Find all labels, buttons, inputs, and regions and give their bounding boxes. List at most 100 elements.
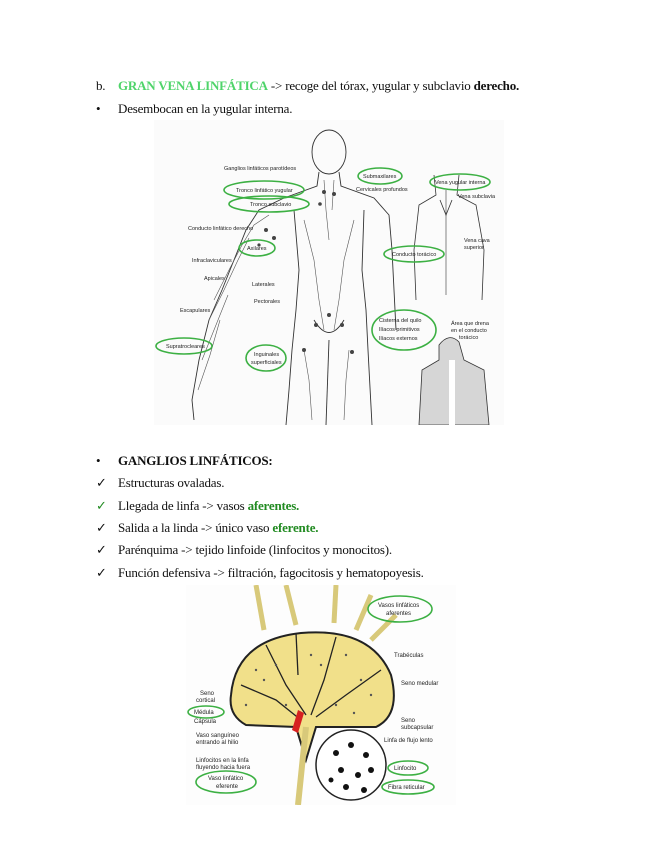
label-lymphocyte: Linfocito — [394, 766, 417, 772]
lymph-nodes — [257, 190, 354, 354]
label-pectoral: Pectorales — [254, 299, 280, 305]
label-subclavian-vein: Vena subclavia — [458, 194, 496, 200]
oval-supratrochlear — [155, 337, 213, 355]
check-line-5: ✓ Función defensiva -> filtración, fagoci… — [96, 565, 424, 581]
label-infraclavicular: Infraclaviculares — [192, 258, 232, 264]
check-line-1: ✓ Estructuras ovaladas. — [96, 475, 224, 491]
bullet-marker: • — [96, 101, 101, 116]
label-afferent-2: aferentes — [386, 611, 411, 617]
section-ganglios-title: GANGLIOS LINFÁTICOS: — [118, 453, 273, 468]
check-text-5: Función defensiva -> filtración, fagocit… — [118, 565, 424, 580]
blood-vessel — [292, 710, 304, 733]
check-emph-3: eferente. — [272, 520, 319, 535]
section-ganglios-marker: • — [96, 453, 101, 468]
check-icon: ✓ — [96, 498, 107, 513]
label-right-duct: Conducto linfático derecho — [188, 226, 253, 232]
label-inguinal-2: superficiales — [251, 360, 282, 366]
node-cells — [244, 653, 373, 715]
oval-inguinal — [245, 344, 287, 372]
label-lymphocytes-2: fluyendo hacia fuera — [196, 765, 251, 771]
figure-lymph-node: Vasos linfáticos aferentes Trabéculas Se… — [186, 585, 456, 805]
check-text-1: Estructuras ovaladas. — [118, 475, 225, 490]
label-inguinal-1: Inguinales — [254, 352, 279, 358]
label-parotid: Ganglios linfáticos parotídeos — [224, 166, 296, 172]
label-drain-area-1: Área que drena — [451, 320, 490, 327]
label-internal-jugular: Vena yugular interna — [435, 180, 486, 186]
oval-axillary — [238, 239, 276, 257]
check-icon: ✓ — [96, 542, 107, 557]
oval-subclavian-trunk — [228, 195, 310, 213]
oval-medulla — [187, 705, 225, 719]
oval-lymphocyte — [387, 760, 429, 776]
label-medullary-sinus: Seno medular — [401, 681, 438, 687]
label-lateral: Laterales — [252, 282, 275, 288]
label-jugular-trunk: Tronco linfático yugular — [236, 188, 293, 194]
bullet-text-1: Desembocan en la yugular interna. — [118, 101, 293, 116]
label-iliac-external: Ilíacos externos — [379, 336, 418, 342]
check-line-2: ✓ Llegada de linfa -> vasos aferentes. — [96, 498, 299, 514]
oval-cisterna-iliac — [371, 309, 437, 351]
check-line-3: ✓ Salida a la linda -> único vaso eferent… — [96, 520, 319, 536]
bullet-line-1: • Desembocan en la yugular interna. — [96, 101, 292, 117]
section-b-middle: -> recoge del tórax, yugular y subclavio — [267, 78, 474, 93]
oval-afferent — [367, 595, 433, 623]
check-icon: ✓ — [96, 565, 107, 580]
label-trabeculae: Trabéculas — [394, 653, 423, 659]
check-text-2: Llegada de linfa -> vasos — [118, 498, 248, 513]
label-vena-cava-1: Vena cava — [464, 238, 491, 244]
label-deep-cervical: Cervicales profundos — [356, 187, 408, 193]
label-slow-lymph: Linfa de flujo lento — [384, 738, 433, 744]
label-blood-vessel-2: entrando al hilio — [196, 740, 239, 746]
label-capsule: Cápsula — [194, 719, 217, 725]
label-supratrochlear: Supratrocleares — [166, 344, 205, 350]
trabeculae-lines — [240, 632, 382, 721]
label-apical: Apicales — [204, 276, 225, 282]
label-efferent-1: Vaso linfático — [208, 776, 244, 782]
magnified-lymphocytes — [328, 742, 374, 793]
label-afferent-1: Vasos linfáticos — [378, 603, 419, 609]
node-body — [229, 631, 395, 764]
check-icon: ✓ — [96, 520, 107, 535]
section-b-marker: b. — [96, 78, 106, 93]
check-text-4: Parénquima -> tejido linfoide (linfocito… — [118, 542, 392, 557]
label-lymphocytes-1: Linfocitos en la linfa — [196, 758, 249, 764]
check-icon: ✓ — [96, 475, 107, 490]
efferent-vessel — [295, 726, 309, 805]
label-drain-area-2: en el conducto — [451, 328, 487, 334]
label-blood-vessel-1: Vaso sanguíneo — [196, 733, 240, 739]
oval-submaxillary — [357, 167, 403, 185]
oval-efferent — [195, 770, 257, 794]
label-vena-cava-2: superior — [464, 245, 484, 251]
oval-jugular-trunk — [223, 180, 305, 200]
label-subcapsular-1: Seno — [401, 718, 416, 724]
figure-lymphatic-system: Ganglios linfáticos parotídeos Tronco li… — [154, 120, 504, 425]
oval-thoracic-duct — [383, 245, 445, 263]
magnified-view — [315, 729, 387, 801]
afferent-vessels — [253, 585, 398, 642]
section-b-highlight: GRAN VENA LINFÁTICA — [118, 78, 268, 93]
label-drain-area-3: torácico — [459, 335, 478, 341]
section-b-line: b. GRAN VENA LINFÁTICA -> recoge del tóra… — [96, 78, 519, 94]
label-medulla: Médula — [194, 710, 214, 716]
oval-internal-jugular — [429, 173, 491, 191]
label-cisterna: Cisterna del quilo — [379, 318, 422, 324]
section-ganglios-line: • GANGLIOS LINFÁTICOS: — [96, 453, 273, 469]
inset-torso — [413, 174, 485, 301]
section-b-bold-end: derecho. — [473, 78, 520, 93]
check-line-4: ✓ Parénquima -> tejido linfoide (linfocit… — [96, 542, 392, 558]
label-axillary: Axilares — [247, 246, 267, 252]
label-scapular: Escapulares — [180, 308, 211, 314]
label-cortical-sinus-2: cortical — [196, 698, 215, 704]
label-reticular-fiber: Fibra reticular — [388, 785, 425, 791]
label-efferent-2: eferente — [216, 784, 239, 790]
label-iliac-primitive: Ilíacos primitivos — [379, 327, 420, 333]
check-text-3: Salida a la linda -> único vaso — [118, 520, 273, 535]
lymph-vessels — [197, 179, 355, 421]
label-subclavian-trunk: Tronco subclavio — [250, 202, 291, 208]
check-emph-2: aferentes. — [247, 498, 300, 513]
label-subcapsular-2: subcapsular — [401, 725, 433, 731]
label-thoracic-duct: Conducto torácico — [392, 252, 436, 258]
label-cortical-sinus-1: Seno — [200, 691, 215, 697]
oval-reticular-fiber — [381, 779, 435, 795]
